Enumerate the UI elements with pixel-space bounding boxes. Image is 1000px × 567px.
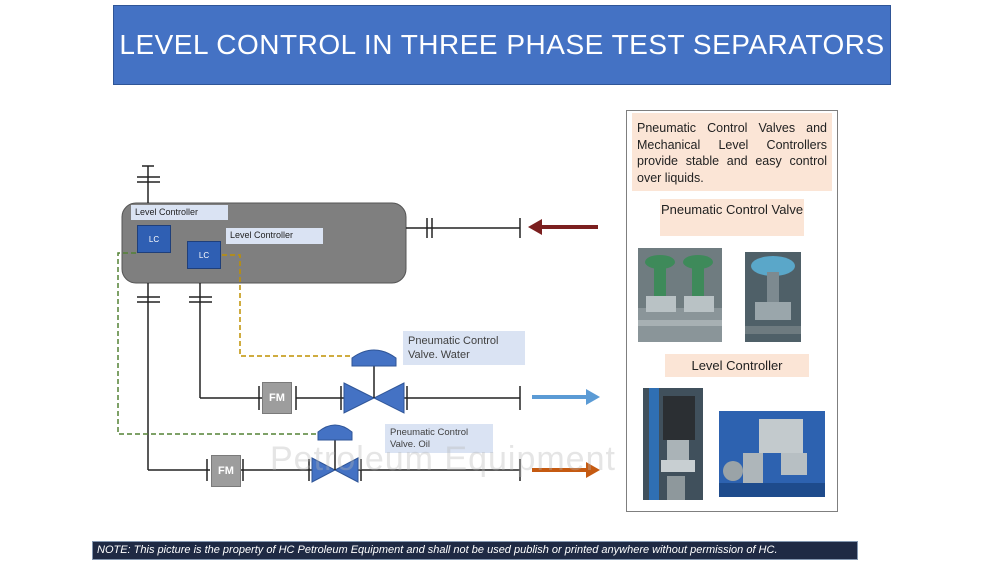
- controller-photo-1: [643, 388, 703, 500]
- level-controller-label-1-text: Level Controller: [135, 207, 199, 217]
- watermark-text: Petroleum Equipment: [270, 440, 616, 478]
- controller-heading: Level Controller: [665, 354, 809, 377]
- controller-photo-1-art: [643, 388, 703, 500]
- oil-valve-actuator: [317, 424, 353, 441]
- oil-arrow-head: [586, 462, 600, 478]
- valve-oil-label-text: Pneumatic Control Valve. Oil: [390, 427, 469, 450]
- lc-water-text: LC: [198, 250, 210, 260]
- valve-heading-text: Pneumatic Control Valve: [660, 202, 804, 217]
- water-valve-actuator: [351, 349, 397, 367]
- flow-meter-oil: FM: [211, 455, 241, 487]
- info-box: Pneumatic Control Valves and Mechanical …: [632, 113, 832, 191]
- water-signal-line: [222, 254, 352, 357]
- lc-oil-text: LC: [148, 234, 160, 244]
- level-controller-label-2-text: Level Controller: [230, 230, 294, 240]
- copyright-note-text: NOTE: This picture is the property of HC…: [97, 544, 778, 556]
- valve-photo-1: [638, 248, 722, 342]
- level-controller-water: LC: [187, 241, 221, 269]
- controller-heading-text: Level Controller: [691, 358, 783, 373]
- fm-oil-text: FM: [218, 465, 234, 477]
- valve-water-label-text: Pneumatic Control Valve. Water: [408, 335, 499, 361]
- controller-photo-2-art: [719, 411, 825, 497]
- title-banner: LEVEL CONTROL IN THREE PHASE TEST SEPARA…: [113, 5, 891, 85]
- info-text: Pneumatic Control Valves and Mechanical …: [637, 121, 827, 185]
- oil-valve-body-left: [311, 457, 337, 483]
- valve-photo-2-art: [745, 252, 801, 342]
- page-title: LEVEL CONTROL IN THREE PHASE TEST SEPARA…: [119, 29, 885, 60]
- water-valve-body-left: [343, 382, 376, 414]
- oil-signal-line: [117, 252, 318, 435]
- flow-meter-water: FM: [262, 382, 292, 414]
- copyright-note: NOTE: This picture is the property of HC…: [92, 541, 858, 560]
- level-controller-label-2: Level Controller: [226, 228, 323, 244]
- water-valve-body-right: [372, 382, 405, 414]
- controller-photo-2: [719, 411, 825, 497]
- level-controller-oil: LC: [137, 225, 171, 253]
- inlet-arrow-head: [528, 219, 542, 235]
- level-controller-label-1: Level Controller: [131, 205, 228, 220]
- valve-heading: Pneumatic Control Valve: [660, 199, 804, 236]
- oil-valve-body-right: [333, 457, 359, 483]
- water-arrow-head: [586, 389, 600, 405]
- valve-water-label: Pneumatic Control Valve. Water: [403, 331, 525, 365]
- valve-photo-1-art: [638, 248, 722, 342]
- fm-water-text: FM: [269, 392, 285, 404]
- valve-oil-label: Pneumatic Control Valve. Oil: [385, 424, 493, 453]
- valve-photo-2: [745, 252, 801, 342]
